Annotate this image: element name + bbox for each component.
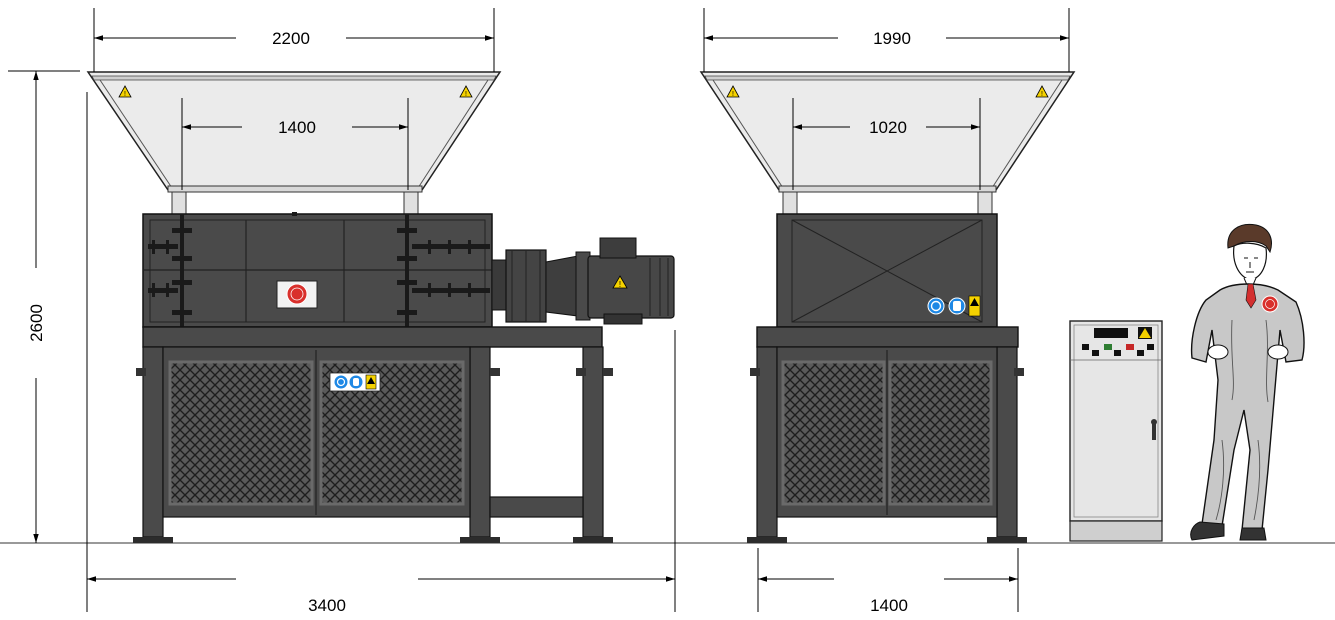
- warning-triangle-icon: !: [459, 85, 473, 98]
- warning-triangle-icon: !: [1035, 85, 1049, 98]
- dim-side-top-width: 2200: [272, 29, 310, 48]
- brand-logo-icon: [1261, 295, 1279, 313]
- dim-front-top-width: 1990: [873, 29, 911, 48]
- control-cabinet: [1069, 320, 1163, 542]
- control-display: [1094, 328, 1128, 338]
- mandatory-info-icon: [927, 297, 945, 315]
- front-view: ! !: [699, 71, 1076, 543]
- dimension-lines: [8, 8, 1070, 612]
- svg-text:!: !: [732, 91, 734, 98]
- svg-text:!: !: [619, 280, 621, 289]
- person-scale-figure: [1190, 223, 1305, 541]
- dim-front-hopper-inner: 1020: [869, 118, 907, 137]
- side-frame-top: [142, 326, 603, 348]
- front-frame-top: [756, 326, 1019, 348]
- warning-triangle-icon: !: [726, 85, 740, 98]
- dim-side-hopper-inner: 1400: [278, 118, 316, 137]
- dim-total-height: 2600: [27, 304, 46, 342]
- dim-front-base-width: 1400: [870, 596, 908, 615]
- glove-icon: [349, 375, 363, 389]
- warning-triangle-icon: [365, 374, 377, 390]
- svg-text:!: !: [465, 91, 467, 98]
- warning-triangle-icon: [968, 295, 981, 317]
- warning-triangle-icon: [1138, 327, 1152, 339]
- svg-text:!: !: [124, 91, 126, 98]
- warning-triangle-icon: !: [612, 275, 628, 289]
- glove-icon: [948, 297, 966, 315]
- drive-motor: [587, 237, 675, 325]
- front-safety-signs: [927, 295, 981, 317]
- brand-logo-icon: [286, 283, 308, 305]
- warning-triangle-icon: !: [118, 85, 132, 98]
- dim-side-total-length: 3400: [308, 596, 346, 615]
- svg-text:!: !: [1041, 91, 1043, 98]
- mandatory-info-icon: [334, 375, 348, 389]
- drive-gearbox: [491, 249, 591, 323]
- safety-sign-panel: [329, 372, 381, 392]
- cabinet-handle: [1152, 422, 1156, 440]
- side-view: ! !: [86, 71, 675, 543]
- control-buttons: [1082, 344, 1154, 356]
